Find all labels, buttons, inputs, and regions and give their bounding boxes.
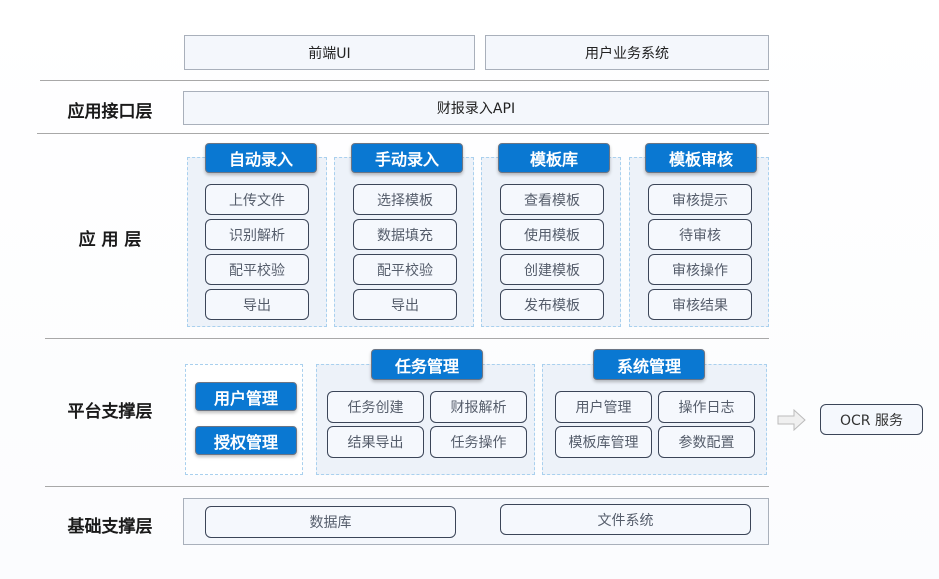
module-item[interactable]: 导出 — [205, 289, 309, 320]
auth-container — [185, 364, 303, 475]
module-item[interactable]: 使用模板 — [500, 219, 604, 250]
module-header[interactable]: 模板库 — [498, 143, 610, 173]
module-item[interactable]: 数据填充 — [353, 219, 457, 250]
task-item[interactable]: 结果导出 — [327, 426, 424, 458]
module-item[interactable]: 创建模板 — [500, 254, 604, 285]
divider — [45, 338, 769, 339]
module-item[interactable]: 发布模板 — [500, 289, 604, 320]
task-item[interactable]: 财报解析 — [430, 391, 527, 423]
base-layer-label: 基础支撑层 — [67, 517, 153, 537]
ocr-service-box: OCR 服务 — [820, 404, 923, 435]
frontend-ui-box: 前端UI — [184, 35, 475, 70]
divider — [37, 133, 769, 134]
database-box: 数据库 — [205, 506, 456, 538]
module-header[interactable]: 自动录入 — [205, 143, 317, 173]
arrow-right-icon — [777, 409, 806, 431]
module-item[interactable]: 识别解析 — [205, 219, 309, 250]
platform-layer-label: 平台支撑层 — [67, 402, 153, 422]
module-header[interactable]: 手动录入 — [351, 143, 463, 173]
divider — [40, 80, 769, 81]
module-item[interactable]: 查看模板 — [500, 184, 604, 215]
app-layer-label: 应 用 层 — [78, 230, 142, 250]
file-system-box: 文件系统 — [500, 504, 751, 535]
divider — [45, 486, 769, 487]
module-item[interactable]: 审核结果 — [648, 289, 752, 320]
system-management-header[interactable]: 系统管理 — [593, 349, 705, 380]
module-item[interactable]: 审核操作 — [648, 254, 752, 285]
authorization-management-button[interactable]: 授权管理 — [195, 426, 297, 455]
system-item[interactable]: 操作日志 — [658, 391, 755, 423]
module-item[interactable]: 配平校验 — [205, 254, 309, 285]
module-item[interactable]: 导出 — [353, 289, 457, 320]
module-item[interactable]: 上传文件 — [205, 184, 309, 215]
module-item[interactable]: 审核提示 — [648, 184, 752, 215]
user-management-button[interactable]: 用户管理 — [195, 382, 297, 411]
system-item[interactable]: 模板库管理 — [555, 426, 652, 458]
task-management-header[interactable]: 任务管理 — [371, 349, 483, 380]
task-item[interactable]: 任务操作 — [430, 426, 527, 458]
module-header[interactable]: 模板审核 — [645, 143, 757, 173]
api-box: 财报录入API — [183, 91, 769, 125]
system-item[interactable]: 用户管理 — [555, 391, 652, 423]
module-item[interactable]: 配平校验 — [353, 254, 457, 285]
module-item[interactable]: 待审核 — [648, 219, 752, 250]
module-item[interactable]: 选择模板 — [353, 184, 457, 215]
api-layer-label: 应用接口层 — [67, 102, 153, 122]
task-item[interactable]: 任务创建 — [327, 391, 424, 423]
system-item[interactable]: 参数配置 — [658, 426, 755, 458]
business-system-box: 用户业务系统 — [485, 35, 769, 70]
